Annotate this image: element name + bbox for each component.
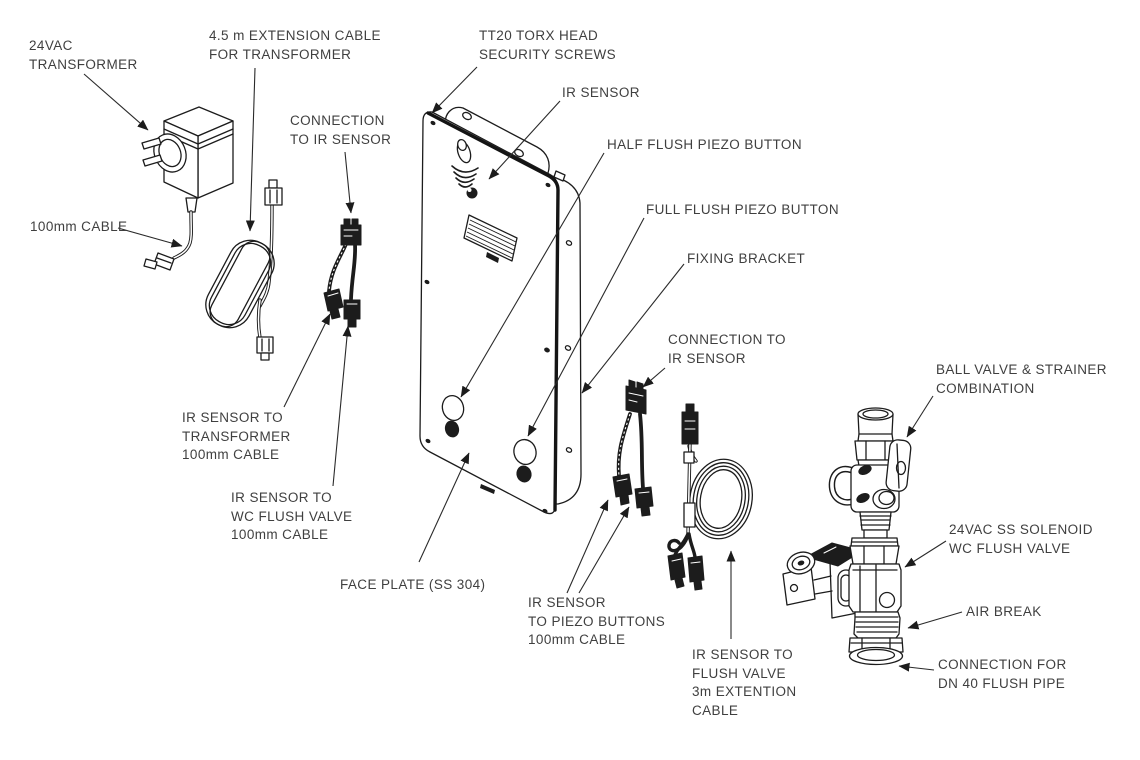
valve-assembly-drawing	[782, 407, 912, 666]
label-solenoid-valve: 24VAC SS SOLENOID WC FLUSH VALVE	[949, 522, 1093, 556]
label-torx-screws: TT20 TORX HEAD SECURITY SCREWS	[479, 28, 617, 62]
label-connection-ir-right: CONNECTION TO IR SENSOR	[668, 332, 786, 366]
label-24vac-transformer: 24VAC TRANSFORMER	[29, 38, 138, 72]
label-ir-to-piezo: IR SENSOR TO PIEZO BUTTONS 100mm CABLE	[528, 595, 666, 647]
label-ir-to-transformer: IR SENSOR TO TRANSFORMER 100mm CABLE	[182, 410, 291, 462]
label-ir-to-wc-valve: IR SENSOR TO WC FLUSH VALVE 100mm CABLE	[231, 490, 353, 542]
label-100mm-cable: 100mm CABLE	[30, 219, 128, 234]
transformer-drawing	[141, 106, 234, 271]
label-ball-valve: BALL VALVE & STRAINER COMBINATION	[936, 362, 1107, 396]
ir-sensor-graphic	[451, 138, 479, 199]
label-ir-to-flush-valve: IR SENSOR TO FLUSH VALVE 3m EXTENTION CA…	[692, 647, 797, 718]
extension-cable-drawing	[205, 179, 283, 361]
label-full-flush-button: FULL FLUSH PIEZO BUTTON	[646, 202, 839, 217]
rating-label-graphic	[463, 214, 518, 263]
face-plate-drawing	[419, 106, 582, 515]
label-fixing-bracket: FIXING BRACKET	[687, 251, 806, 266]
label-half-flush-button: HALF FLUSH PIEZO BUTTON	[607, 137, 802, 152]
label-connection-ir-left: CONNECTION TO IR SENSOR	[290, 113, 392, 147]
label-air-break: AIR BREAK	[966, 604, 1042, 619]
leader-lines	[83, 66, 963, 672]
label-ir-sensor: IR SENSOR	[562, 85, 640, 100]
label-dn40-connection: CONNECTION FOR DN 40 FLUSH PIPE	[938, 657, 1067, 691]
flush-valve-cable-drawing	[667, 403, 753, 591]
ball-valve-handle-graphic	[885, 439, 912, 492]
label-face-plate: FACE PLATE (SS 304)	[340, 577, 486, 592]
ir-splitter-cable-left	[323, 218, 362, 328]
ir-splitter-cable-right	[612, 379, 654, 517]
label-extension-cable: 4.5 m EXTENSION CABLE FOR TRANSFORMER	[209, 28, 381, 62]
